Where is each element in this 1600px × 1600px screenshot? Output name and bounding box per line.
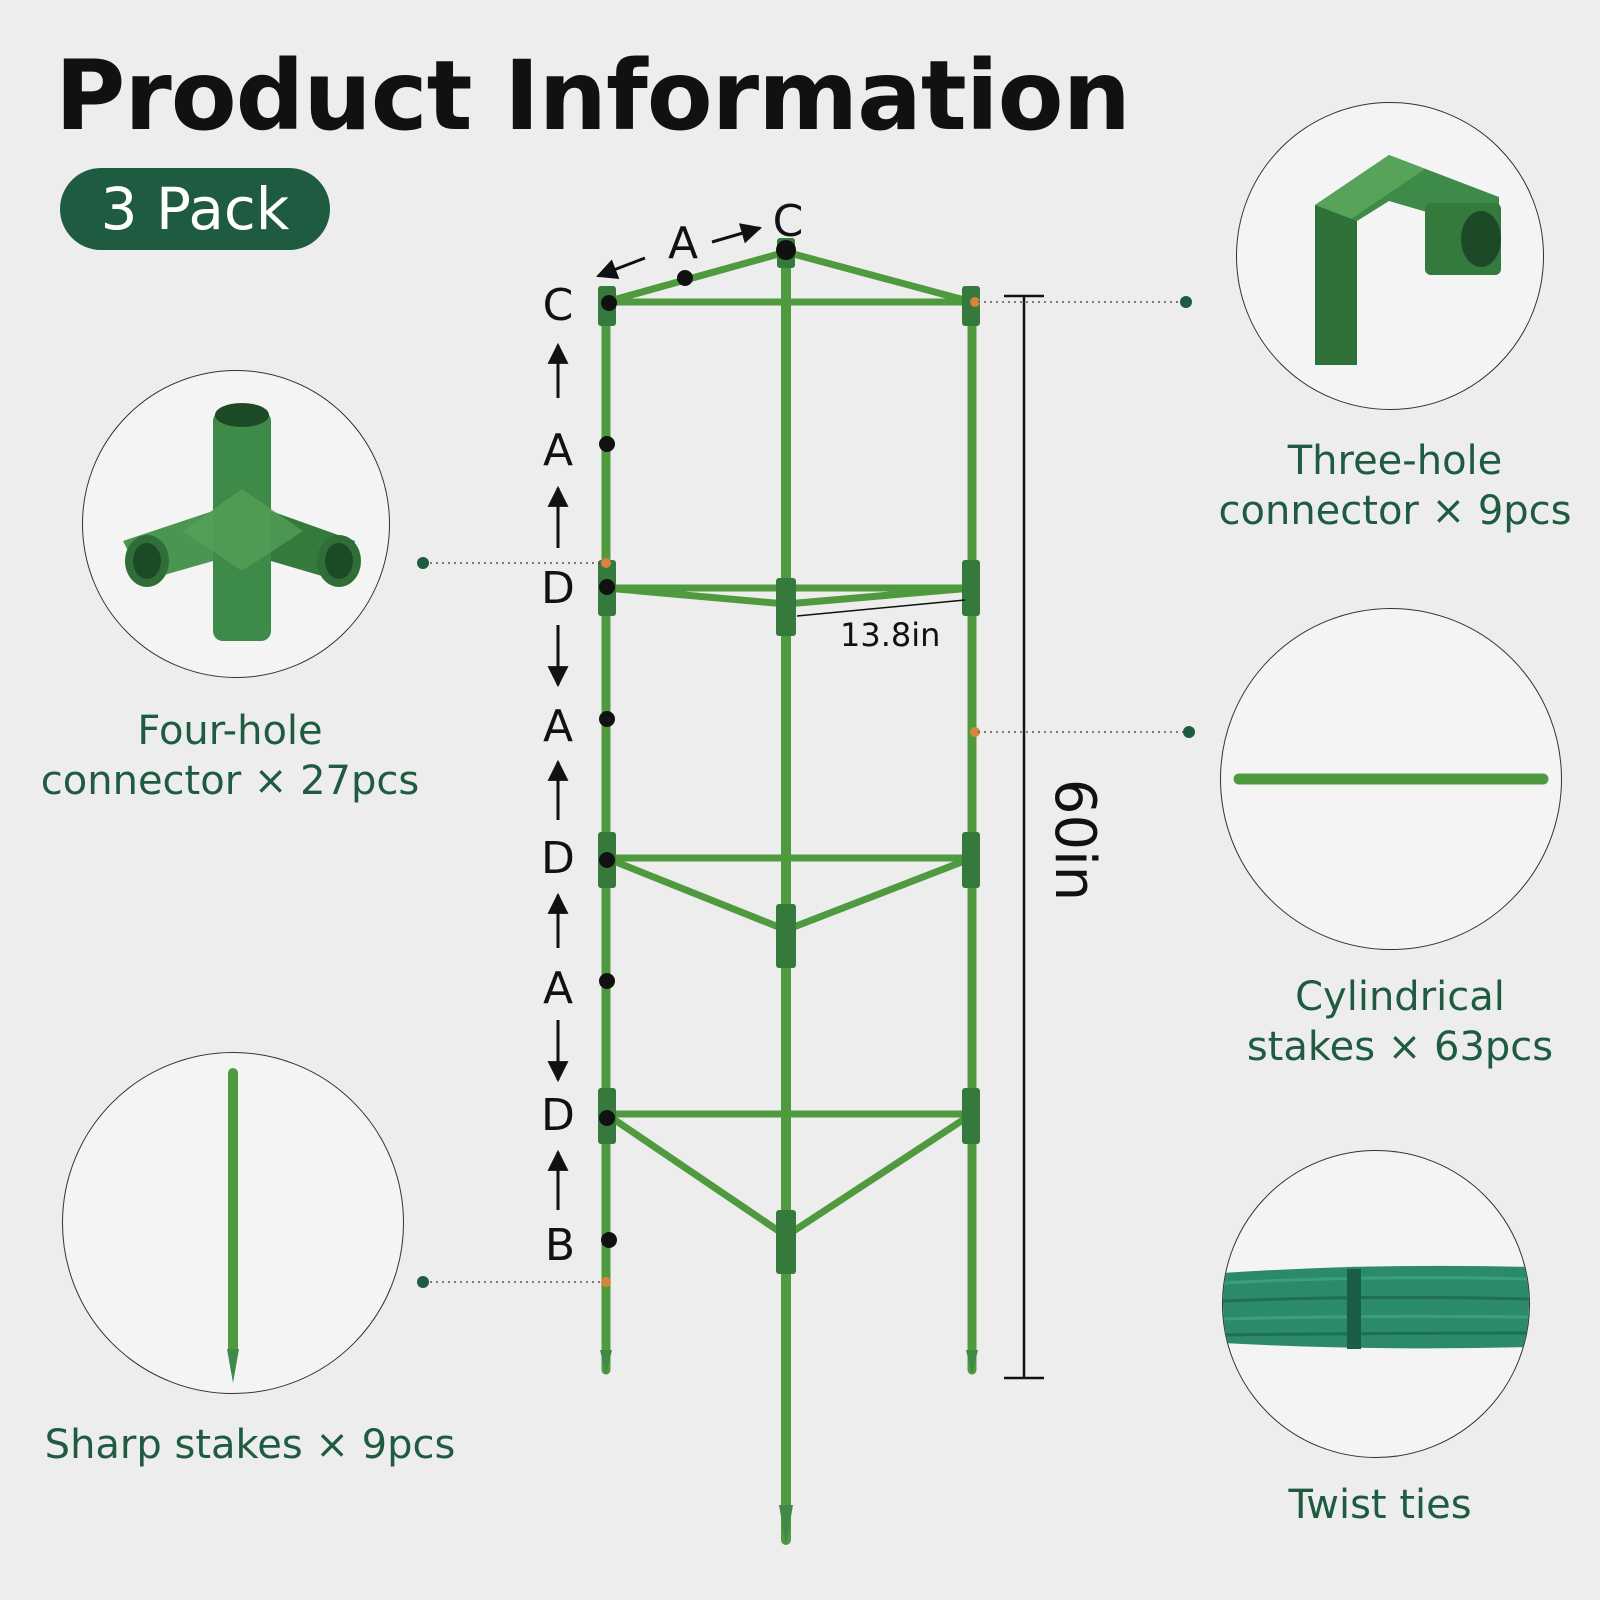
three-hole-caption: Three-hole connector × 9pcs bbox=[1205, 436, 1585, 536]
twist-ties-caption-line1: Twist ties bbox=[1288, 1482, 1472, 1528]
seq-label-c: C bbox=[543, 280, 574, 331]
cylindrical-caption-line1: Cylindrical bbox=[1295, 974, 1505, 1020]
three-hole-connector-icon bbox=[1315, 155, 1501, 365]
sharp-stake-icon bbox=[227, 1068, 239, 1383]
seq-label-b: B bbox=[545, 1220, 575, 1271]
seq-label-top-a: A bbox=[668, 218, 698, 269]
four-hole-caption-line1: Four-hole bbox=[137, 708, 323, 754]
seq-label-top-c: C bbox=[773, 196, 804, 247]
four-hole-connector-icon bbox=[123, 403, 361, 641]
cylindrical-stake-circle bbox=[1220, 608, 1562, 950]
seq-label-d1: D bbox=[541, 563, 575, 614]
width-dimension-line bbox=[796, 599, 966, 617]
twist-ties-icon bbox=[1223, 1265, 1529, 1349]
seq-label-d3: D bbox=[541, 1090, 575, 1141]
seq-label-a2: A bbox=[543, 701, 573, 752]
seq-label-a1: A bbox=[543, 425, 573, 476]
pack-badge: 3 Pack bbox=[60, 168, 330, 250]
assembly-points bbox=[599, 240, 796, 1248]
cylindrical-stake-icon bbox=[1233, 773, 1549, 785]
height-dimension bbox=[1004, 294, 1044, 1380]
three-hole-caption-line2: connector × 9pcs bbox=[1218, 488, 1572, 534]
cylindrical-caption-line2: stakes × 63pcs bbox=[1246, 1024, 1554, 1070]
page-title: Product Information bbox=[55, 40, 1131, 152]
three-hole-caption-line1: Three-hole bbox=[1287, 438, 1503, 484]
sharp-stake-caption: Sharp stakes × 9pcs bbox=[40, 1420, 460, 1470]
height-label: 60in bbox=[1042, 779, 1107, 901]
four-hole-connector-circle bbox=[82, 370, 390, 678]
four-hole-caption: Four-hole connector × 27pcs bbox=[30, 706, 430, 806]
sequence-labels: C A C A D A D A D B bbox=[541, 196, 803, 1271]
cylindrical-caption: Cylindrical stakes × 63pcs bbox=[1210, 972, 1590, 1072]
stake-tips bbox=[600, 1350, 978, 1545]
callout-points bbox=[601, 297, 980, 1287]
three-hole-connector-circle bbox=[1236, 102, 1544, 410]
four-hole-caption-line2: connector × 27pcs bbox=[40, 758, 420, 804]
seq-label-d2: D bbox=[541, 833, 575, 884]
callout-ends bbox=[417, 296, 1195, 1288]
sharp-stake-caption-line1: Sharp stakes × 9pcs bbox=[44, 1422, 456, 1468]
sharp-stake-circle bbox=[62, 1052, 404, 1394]
twist-ties-caption: Twist ties bbox=[1210, 1480, 1550, 1530]
sequence-arrows bbox=[547, 223, 763, 1210]
width-label: 13.8in bbox=[840, 616, 940, 654]
twist-ties-circle bbox=[1222, 1150, 1530, 1458]
callout-lines bbox=[424, 301, 1188, 1283]
seq-label-a3: A bbox=[543, 963, 573, 1014]
trellis-frame bbox=[601, 245, 977, 1545]
